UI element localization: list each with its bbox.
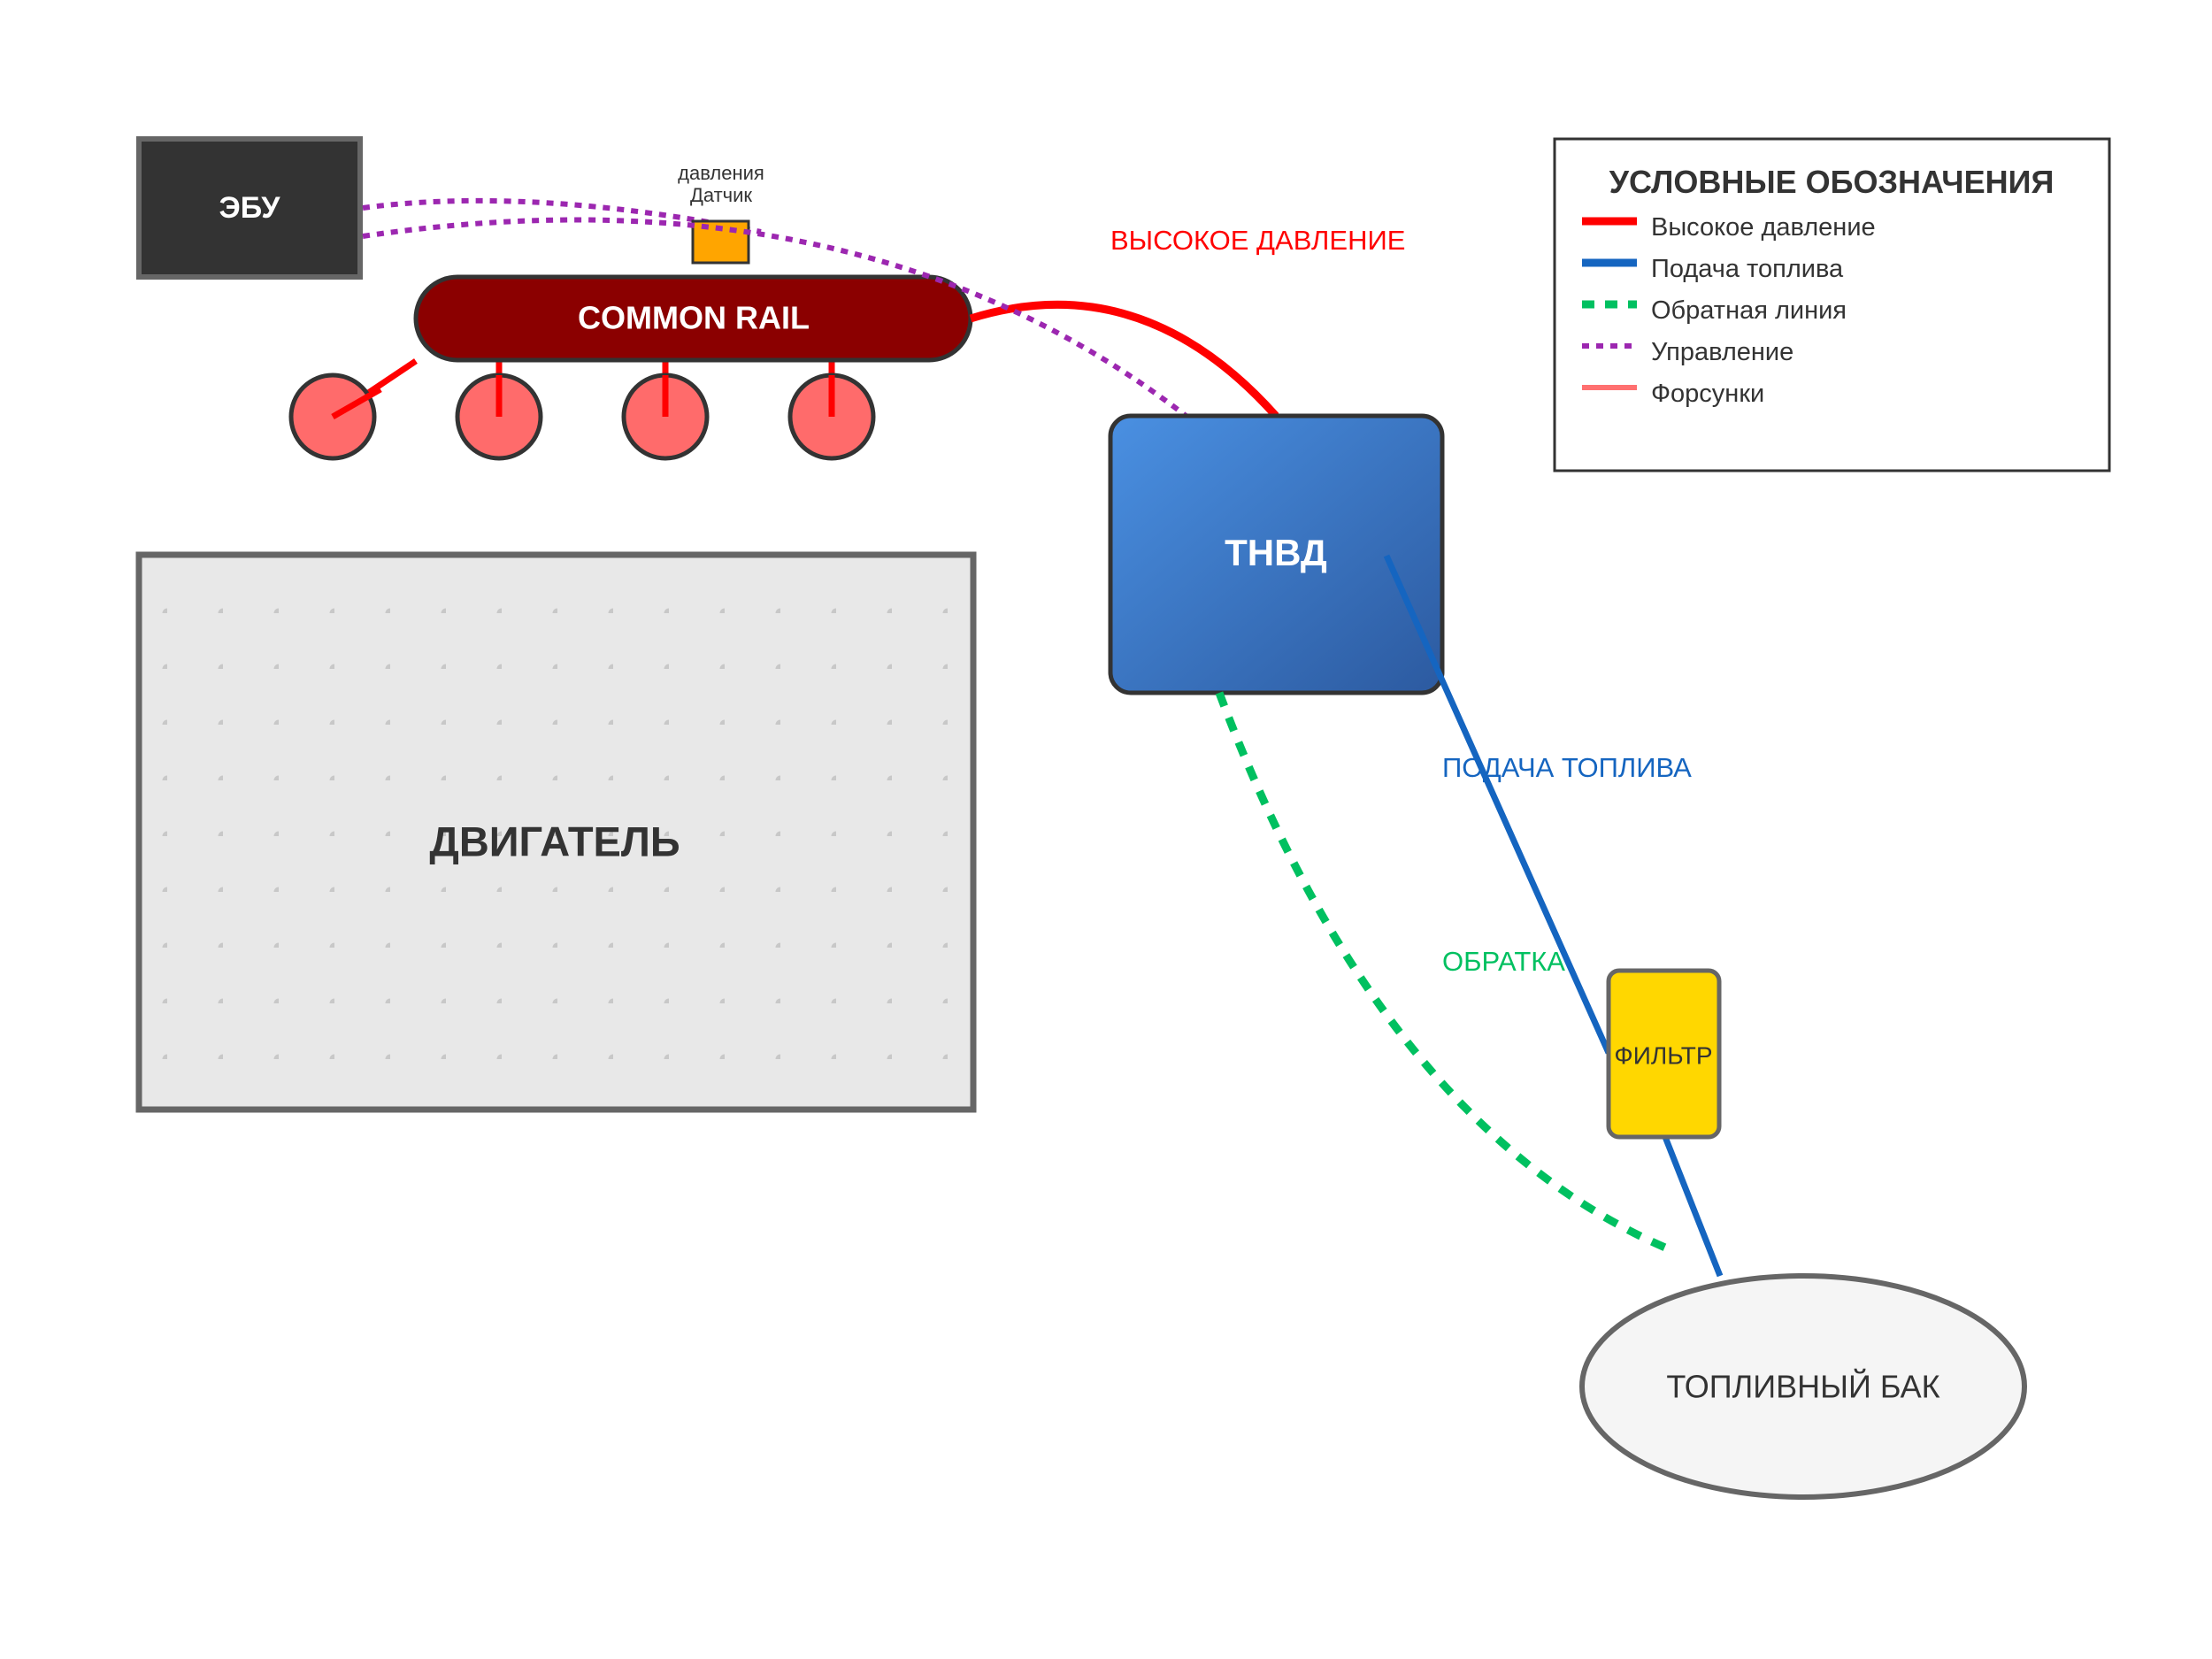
- sensor-label-line2: Датчик: [690, 184, 752, 206]
- rail-label: COMMON RAIL: [578, 300, 810, 336]
- legend-title: УСЛОВНЫЕ ОБОЗНАЧЕНИЯ: [1609, 164, 2055, 200]
- legend: УСЛОВНЫЕ ОБОЗНАЧЕНИЯ Высокое давление По…: [1553, 137, 2111, 472]
- legend-item-label: Высокое давление: [1651, 213, 1876, 242]
- return-annotation: ОБРАТКА: [1442, 946, 1565, 977]
- control-line-to-sensor: [362, 197, 762, 234]
- ecu-box: ЭБУ: [136, 136, 363, 280]
- injector-lines: [331, 358, 835, 419]
- fuel-supply-annotation: ПОДАЧА ТОПЛИВА: [1442, 752, 1692, 783]
- pressure-sensor: давления Датчик: [678, 162, 764, 265]
- tank-label: ТОПЛИВНЫЙ БАК: [1666, 1368, 1939, 1405]
- engine-label: ДВИГАТЕЛЬ: [429, 818, 680, 864]
- high-pressure-pump: ТНВД: [1108, 413, 1445, 695]
- legend-item-label: Управление: [1651, 338, 1793, 366]
- legend-item-label: Обратная линия: [1651, 296, 1847, 325]
- legend-item-label: Подача топлива: [1651, 255, 1844, 283]
- return-line: [1215, 691, 1667, 1252]
- common-rail: COMMON RAIL: [413, 274, 973, 363]
- sensor-label-line1: давления: [678, 162, 764, 184]
- high-pressure-annotation: ВЫСОКОЕ ДАВЛЕНИЕ: [1110, 225, 1405, 256]
- fuel-filter: ФИЛЬТР: [1606, 968, 1722, 1140]
- control-line-to-pump: [362, 217, 1223, 447]
- ecu-label: ЭБУ: [219, 191, 281, 225]
- fuel-supply-line: [1383, 554, 1724, 1278]
- pump-label: ТНВД: [1225, 532, 1327, 573]
- engine-block: ДВИГАТЕЛЬ: [135, 551, 977, 1113]
- injectors: [288, 373, 876, 461]
- fuel-tank: ТОПЛИВНЫЙ БАК: [1579, 1273, 2027, 1500]
- legend-item-label: Форсунки: [1651, 380, 1764, 408]
- filter-label: ФИЛЬТР: [1614, 1041, 1712, 1069]
- high-pressure-line: [969, 300, 1279, 419]
